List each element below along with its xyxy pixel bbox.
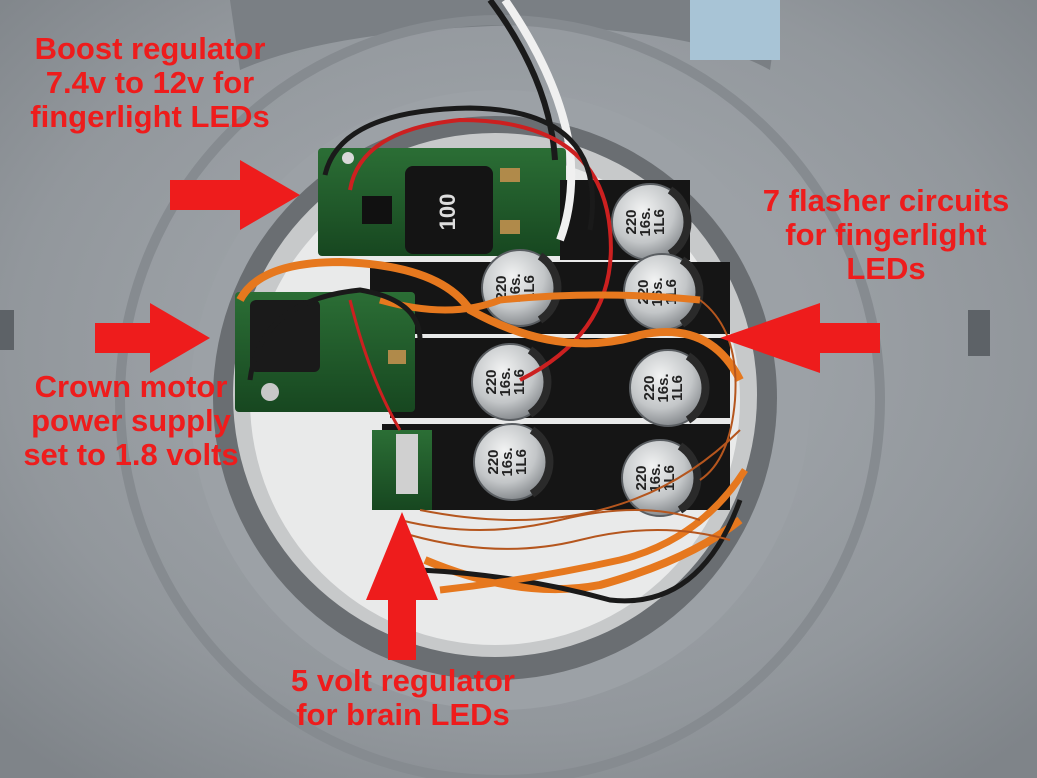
capacitor-marking: 16s. xyxy=(637,207,654,236)
label-line: power supply xyxy=(31,403,231,438)
capacitor-marking: 220 xyxy=(623,209,640,234)
capacitor-marking: 16s. xyxy=(497,367,514,396)
label-line: set to 1.8 volts xyxy=(23,437,239,472)
arrow-flasher xyxy=(720,303,880,373)
boost-regulator-board: 100 xyxy=(318,148,566,256)
capacitor-marking: 220 xyxy=(483,369,500,394)
crown-motor-board xyxy=(235,292,415,412)
label-line: for brain LEDs xyxy=(296,697,510,732)
label-line: 7.4v to 12v for xyxy=(45,65,255,100)
label-line: 7 flasher circuits xyxy=(762,183,1010,218)
label-line: LEDs xyxy=(846,251,926,286)
capacitor-marking: 1L6 xyxy=(511,369,528,395)
left-slot xyxy=(0,310,14,350)
right-slot xyxy=(968,310,990,356)
outer-ring xyxy=(115,15,885,778)
arrow-five-volt xyxy=(366,512,438,660)
capacitor-marking: 1L6 xyxy=(513,449,530,475)
label-line: fingerlight LEDs xyxy=(30,99,270,134)
capacitor-marking: 16s. xyxy=(499,447,516,476)
capacitor-marking: 220 xyxy=(493,275,510,300)
capacitor-marking: 16s. xyxy=(655,373,672,402)
label-line: Crown motor xyxy=(34,369,228,404)
capacitor-marking: 220 xyxy=(641,375,658,400)
label-line: for fingerlight xyxy=(785,217,987,252)
label-line: 5 volt regulator xyxy=(291,663,515,698)
blue-part xyxy=(690,0,780,60)
capacitor-marking: 1L6 xyxy=(651,209,668,235)
arrow-crown xyxy=(95,303,210,373)
inductor-marking: 100 xyxy=(435,194,460,231)
capacitor-marking: 220 xyxy=(633,465,650,490)
capacitor-marking: 1L6 xyxy=(669,375,686,401)
wires xyxy=(236,0,748,604)
capacitor-marking: 16s. xyxy=(647,463,664,492)
arrow-boost xyxy=(170,160,300,230)
label-line: Boost regulator xyxy=(34,31,266,66)
five-volt-regulator-board xyxy=(372,430,432,510)
annotation-arrows xyxy=(95,160,880,660)
top-bracket xyxy=(230,0,780,70)
capacitor-marking: 220 xyxy=(485,449,502,474)
